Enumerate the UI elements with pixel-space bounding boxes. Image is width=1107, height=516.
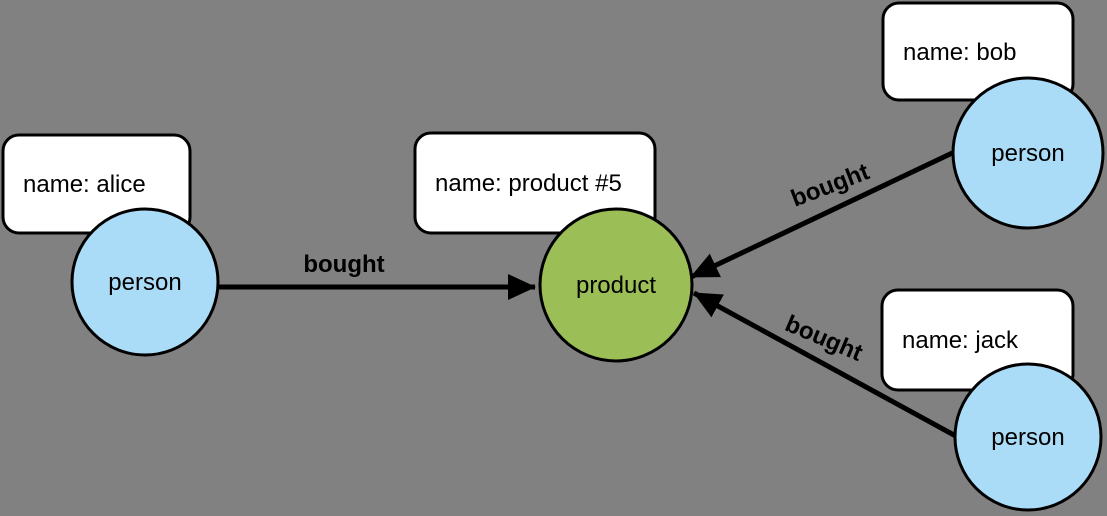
node-label-bob: person	[991, 140, 1064, 167]
node-bob: person	[951, 76, 1105, 230]
node-label-alice: person	[108, 269, 181, 296]
node-circle-product	[538, 207, 694, 363]
edge-label-alice-bought: bought	[303, 251, 384, 278]
property-box-product-rect	[413, 131, 657, 235]
edge-alice-bought-product: bought	[205, 251, 536, 300]
property-text-product: name: product #5	[435, 170, 622, 197]
node-product: product	[538, 207, 694, 363]
property-text-bob: name: bob	[903, 39, 1016, 66]
node-circle-jack	[953, 362, 1103, 512]
property-box-bob: name: bob	[881, 1, 1075, 102]
property-box-product: name: product #5	[413, 131, 657, 235]
node-label-product: product	[576, 272, 656, 299]
node-label-jack: person	[991, 424, 1064, 451]
node-alice: person	[70, 207, 220, 357]
node-circle-alice	[70, 207, 220, 357]
property-text-jack: name: jack	[902, 327, 1019, 354]
node-circle-bob	[951, 76, 1105, 230]
edge-line-jack-product	[692, 290, 987, 455]
property-text-alice: name: alice	[23, 171, 146, 198]
node-jack: person	[953, 362, 1103, 512]
